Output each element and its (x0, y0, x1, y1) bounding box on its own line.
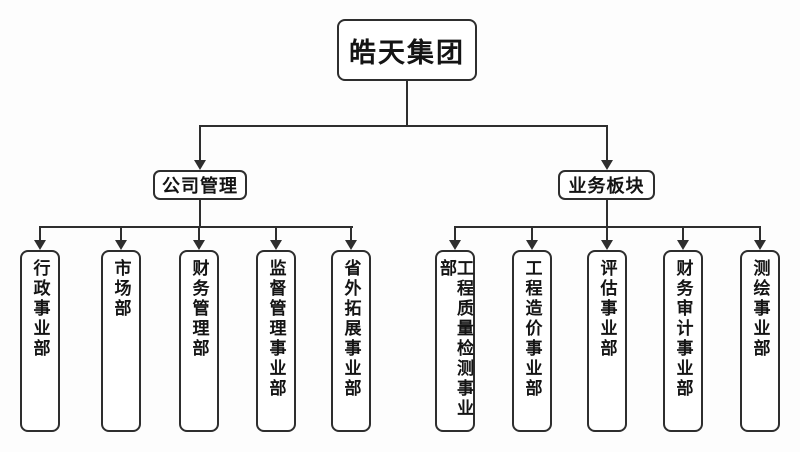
connector-leaf-drop (759, 227, 761, 242)
arrow-leaf-icon (449, 240, 461, 250)
leaf-node-admin: 行政事业部 (20, 250, 60, 432)
leaf-node-cost-engineering: 工程造价事业部 (512, 250, 552, 432)
connector-leaf-drop (454, 227, 456, 242)
connector-leaf-drop (682, 227, 684, 242)
connector-left-crossbar (39, 226, 353, 228)
arrow-branch-right-icon (601, 160, 613, 170)
connector-branch-right-drop (606, 125, 608, 161)
leaf-node-label: 省外拓展事业部 (341, 259, 361, 399)
arrow-leaf-icon (345, 240, 357, 250)
arrow-leaf-icon (34, 240, 46, 250)
arrow-leaf-icon (677, 240, 689, 250)
leaf-node-label: 测绘事业部 (750, 259, 770, 359)
leaf-node-label: 市场部 (111, 259, 131, 319)
connector-leaf-drop (350, 227, 352, 242)
connector-leaf-drop (531, 227, 533, 242)
leaf-node-quality-testing: 工程质量检测事业部 (435, 250, 475, 432)
arrow-leaf-icon (526, 240, 538, 250)
leaf-node-audit: 财务审计事业部 (663, 250, 703, 432)
leaf-node-label: 工程造价事业部 (522, 259, 542, 399)
leaf-node-label: 行政事业部 (30, 259, 50, 359)
connector-leaf-drop (606, 227, 608, 242)
branch-node-label: 公司管理 (162, 176, 238, 196)
branch-node-label: 业务板块 (568, 176, 645, 196)
arrow-leaf-icon (270, 240, 282, 250)
leaf-node-surveying: 测绘事业部 (740, 250, 780, 432)
arrow-leaf-icon (115, 240, 127, 250)
leaf-node-label: 财务管理部 (189, 259, 209, 359)
leaf-node-expansion: 省外拓展事业部 (331, 250, 371, 432)
connector-root-stem (406, 81, 408, 127)
leaf-node-assessment: 评估事业部 (587, 250, 627, 432)
connector-right-stem (606, 200, 608, 228)
root-node: 皓天集团 (337, 19, 477, 81)
leaf-node-finance-management: 财务管理部 (179, 250, 219, 432)
leaf-node-label: 监督管理事业部 (266, 259, 286, 399)
leaf-node-label: 财务审计事业部 (673, 259, 693, 399)
leaf-node-supervision: 监督管理事业部 (256, 250, 296, 432)
connector-leaf-drop (198, 227, 200, 242)
connector-root-crossbar (199, 125, 608, 127)
leaf-node-market: 市场部 (101, 250, 141, 432)
connector-left-stem (199, 200, 201, 228)
connector-leaf-drop (275, 227, 277, 242)
arrow-branch-left-icon (194, 160, 206, 170)
connector-leaf-drop (120, 227, 122, 242)
leaf-node-label: 评估事业部 (597, 259, 617, 359)
arrow-leaf-icon (601, 240, 613, 250)
leaf-node-label: 工程质量检测事业部 (437, 259, 473, 419)
arrow-leaf-icon (754, 240, 766, 250)
connector-leaf-drop (39, 227, 41, 242)
root-node-label: 皓天集团 (349, 37, 465, 68)
connector-branch-left-drop (199, 125, 201, 161)
branch-node-company-management: 公司管理 (153, 170, 247, 200)
branch-node-business-sectors: 业务板块 (558, 170, 655, 200)
arrow-leaf-icon (193, 240, 205, 250)
